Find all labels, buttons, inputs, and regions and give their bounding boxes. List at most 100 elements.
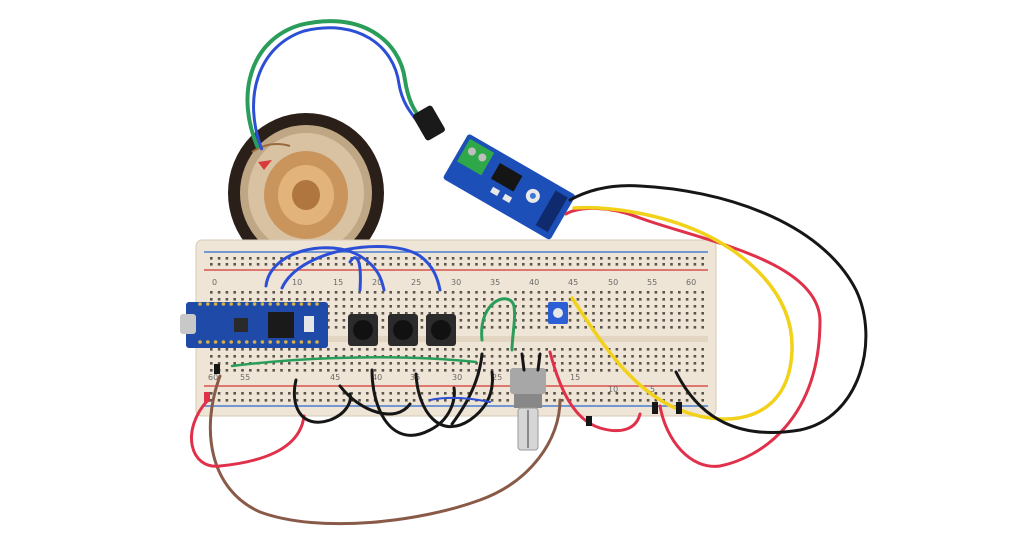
breadboard-hole: [459, 399, 463, 402]
breadboard-hole: [514, 263, 517, 266]
breadboard-hole: [475, 298, 478, 301]
breadboard-hole: [639, 257, 642, 260]
breadboard-hole: [646, 362, 650, 365]
breadboard-hole: [685, 298, 689, 301]
breadboard-hole: [264, 257, 268, 260]
breadboard-hole: [561, 399, 564, 402]
breadboard-hole: [483, 305, 486, 308]
breadboard-hole: [490, 298, 494, 301]
column-number: 10: [608, 385, 618, 394]
breadboard-hole: [662, 369, 665, 372]
breadboard-hole: [615, 305, 619, 308]
breadboard-hole: [568, 263, 572, 266]
breadboard-hole: [397, 392, 400, 395]
breadboard-hole: [701, 355, 704, 358]
breadboard-hole: [670, 291, 673, 294]
breadboard-hole: [678, 392, 681, 395]
breadboard-hole: [444, 362, 447, 365]
breadboard-hole: [568, 362, 572, 365]
breadboard-hole: [600, 298, 603, 301]
breadboard-hole: [561, 291, 564, 294]
breadboard-hole: [241, 369, 244, 372]
breadboard-hole: [288, 369, 291, 372]
breadboard-hole: [373, 369, 377, 372]
column-number: 0: [212, 278, 217, 287]
breadboard-hole: [311, 355, 314, 358]
breadboard-hole: [288, 362, 291, 365]
breadboard-hole: [498, 392, 502, 395]
breadboard-hole: [420, 392, 424, 395]
breadboard-hole: [631, 392, 634, 395]
breadboard-hole: [295, 362, 299, 365]
speaker-cable-blue: [252, 26, 420, 151]
breadboard-hole: [522, 319, 525, 322]
breadboard-hole: [623, 312, 626, 315]
breadboard-hole: [225, 291, 229, 294]
breadboard-hole: [623, 257, 626, 260]
breadboard-hole: [561, 263, 564, 266]
breadboard-hole: [592, 355, 595, 358]
breadboard-hole: [459, 291, 463, 294]
breadboard-hole: [600, 392, 603, 395]
breadboard-hole: [475, 312, 478, 315]
breadboard-hole: [436, 348, 439, 351]
breadboard-hole: [249, 291, 252, 294]
breadboard-hole: [459, 319, 463, 322]
breadboard-hole: [319, 348, 322, 351]
breadboard-hole: [693, 348, 697, 351]
breadboard-hole: [654, 305, 658, 308]
breadboard-hole: [639, 298, 642, 301]
breadboard-hole: [537, 326, 541, 329]
breadboard-hole: [631, 362, 634, 365]
breadboard-hole: [678, 326, 681, 329]
breadboard-hole: [350, 312, 353, 315]
breadboard-hole: [576, 312, 580, 315]
breadboard-hole: [350, 348, 353, 351]
breadboard-hole: [662, 348, 665, 351]
breadboard-hole: [475, 305, 478, 308]
breadboard-hole: [631, 355, 634, 358]
breadboard-hole: [498, 348, 502, 351]
breadboard-hole: [545, 392, 548, 395]
breadboard-hole: [522, 298, 525, 301]
breadboard-hole: [607, 319, 611, 322]
breadboard-hole: [241, 355, 244, 358]
header-pin: [260, 302, 265, 306]
breadboard-hole: [553, 326, 556, 329]
breadboard-hole: [685, 291, 689, 294]
breadboard-hole: [701, 392, 704, 395]
header-pin: [268, 340, 273, 344]
breadboard-hole: [537, 312, 541, 315]
breadboard-hole: [366, 399, 369, 402]
breadboard-hole: [389, 298, 392, 301]
breadboard-hole: [210, 257, 213, 260]
breadboard-hole: [522, 326, 525, 329]
breadboard-hole: [506, 291, 509, 294]
breadboard-hole: [514, 355, 517, 358]
breadboard-hole: [217, 392, 221, 395]
breadboard-hole: [412, 263, 416, 266]
breadboard-hole: [366, 263, 369, 266]
breadboard-hole: [334, 392, 338, 395]
breadboard-hole: [654, 392, 658, 395]
breadboard-hole: [467, 298, 470, 301]
breadboard-hole: [623, 399, 626, 402]
breadboard-hole: [623, 362, 626, 365]
breadboard-hole: [241, 263, 244, 266]
breadboard-hole: [654, 298, 658, 301]
breadboard-hole: [210, 355, 213, 358]
breadboard-hole: [373, 305, 377, 308]
breadboard-hole: [529, 291, 533, 294]
breadboard-hole: [607, 257, 611, 260]
breadboard-hole: [217, 399, 221, 402]
breadboard-hole: [584, 399, 587, 402]
breadboard-hole: [295, 399, 299, 402]
breadboard-hole: [420, 319, 424, 322]
breadboard-hole: [561, 355, 564, 358]
breadboard-hole: [576, 399, 580, 402]
breadboard-hole: [366, 312, 369, 315]
speaker-cable-green: [245, 19, 422, 149]
breadboard-hole: [444, 298, 447, 301]
breadboard-hole: [288, 348, 291, 351]
breadboard-hole: [678, 399, 681, 402]
